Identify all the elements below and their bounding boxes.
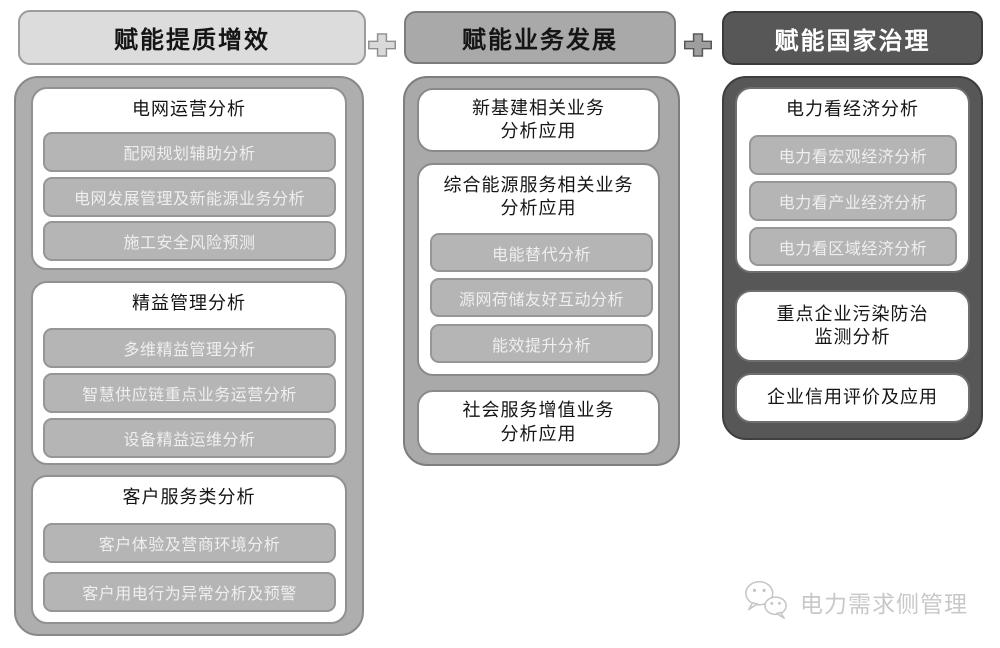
group-title: 客户服务类分析 xyxy=(122,487,256,507)
group-title: 社会服务增值业务 分析应用 xyxy=(462,400,615,444)
group-title: 重点企业污染防治 监测分析 xyxy=(776,303,929,347)
group-item: 施工安全风险预测 xyxy=(43,221,336,261)
group-item: 客户体验及营商环境分析 xyxy=(43,523,336,563)
plus-icon xyxy=(368,32,396,58)
group-item: 电力看宏观经济分析 xyxy=(749,135,957,175)
group-item: 电网发展管理及新能源业务分析 xyxy=(43,177,336,217)
group-new-infrastructure: 新基建相关业务 分析应用 xyxy=(417,88,660,152)
wechat-logo-icon xyxy=(742,578,790,627)
group-item: 设备精益运维分析 xyxy=(43,418,336,458)
header-empower-quality-efficiency: 赋能提质增效 xyxy=(18,10,366,65)
group-item: 电力看产业经济分析 xyxy=(749,181,957,221)
group-item: 能效提升分析 xyxy=(430,324,653,363)
group-title: 电力看经济分析 xyxy=(786,99,919,119)
header-empower-national-governance: 赋能国家治理 xyxy=(722,11,983,65)
header-empower-business-development: 赋能业务发展 xyxy=(404,11,676,64)
group-enterprise-credit: 企业信用评价及应用 xyxy=(735,373,970,423)
plus-icon xyxy=(684,32,712,58)
group-item: 智慧供应链重点业务运营分析 xyxy=(43,373,336,413)
group-item: 配网规划辅助分析 xyxy=(43,132,336,172)
group-title: 企业信用评价及应用 xyxy=(767,387,938,408)
group-item: 客户用电行为异常分析及预警 xyxy=(43,572,336,612)
group-pollution-monitoring: 重点企业污染防治 监测分析 xyxy=(735,290,970,362)
watermark-text: 电力需求侧管理 xyxy=(800,591,968,617)
group-item: 源网荷储友好互动分析 xyxy=(430,278,653,317)
group-title: 新基建相关业务 分析应用 xyxy=(472,97,605,141)
group-title: 综合能源服务相关业务 分析应用 xyxy=(443,175,634,219)
group-item: 电能替代分析 xyxy=(430,233,653,272)
watermark: 电力需求侧管理 xyxy=(742,580,968,624)
group-title: 电网运营分析 xyxy=(132,99,246,119)
group-item: 电力看区域经济分析 xyxy=(749,227,957,266)
group-title: 精益管理分析 xyxy=(132,293,246,313)
group-social-value-added: 社会服务增值业务 分析应用 xyxy=(417,390,660,455)
group-item: 多维精益管理分析 xyxy=(43,328,336,368)
